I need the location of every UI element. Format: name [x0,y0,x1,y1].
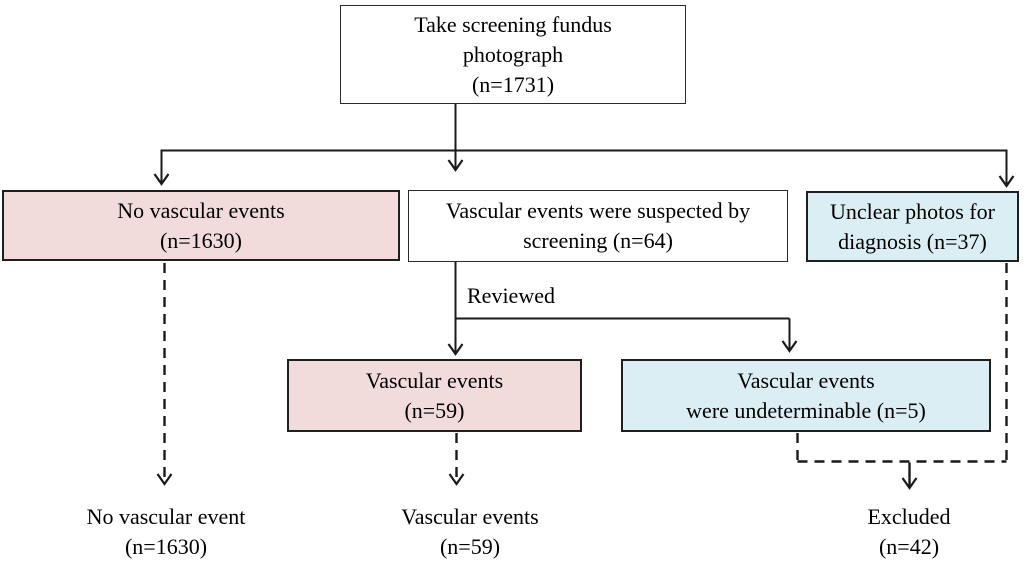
edge-label-reviewed: Reviewed [467,283,555,308]
box-take-screening-fundus-photograph: Take screening fundus photograph (n=1731… [340,5,686,104]
box-vascular-events-59: Vascular events (n=59) [287,359,582,432]
box-no-vascular-events: No vascular events (n=1630) [2,190,400,261]
box-vascular-events-undeterminable: Vascular events were undeterminable (n=5… [621,359,991,432]
outcome-excluded: Excluded (n=42) [867,504,951,559]
box-vascular-events-suspected: Vascular events were suspected by screen… [408,190,788,262]
outcome-vascular-events: Vascular events (n=59) [401,504,539,559]
box-unclear-photos: Unclear photos for diagnosis (n=37) [806,191,1019,262]
outcome-no-vascular-event: No vascular event (n=1630) [86,504,246,559]
